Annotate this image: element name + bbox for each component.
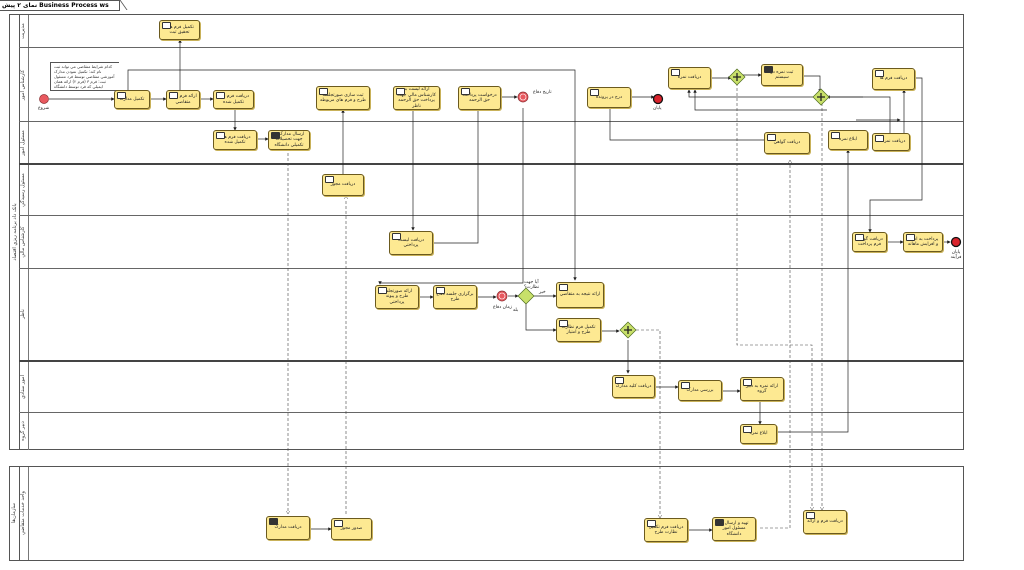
timer-event-meeting — [496, 290, 508, 302]
no-label: خير — [539, 290, 546, 295]
task-minutes[interactable]: ارائه صورتجلسه طرح و پيوند پرداختي — [375, 285, 419, 309]
lane-officer: مسئول امور — [19, 121, 963, 164]
diagram-title-tab[interactable]: نمای ۲ پیش Business Process ws — [0, 0, 120, 11]
task-final[interactable]: ثبت نمره در سيستم — [761, 64, 803, 86]
lane-review: مسئول رسيدگي — [19, 163, 963, 217]
task-svc-send[interactable]: تهيه و ارسال به مسئول امور دانشگاه — [712, 517, 756, 541]
task-staff-review[interactable]: بررسي مدارک — [678, 380, 722, 401]
task-pay-final[interactable]: پرداخت به اسناد و افزايش ماهانه — [903, 232, 943, 252]
lane-supervisor: ناظر — [19, 268, 963, 361]
yes-label: بله — [513, 308, 519, 313]
lane-mgmt: مديريت — [19, 15, 963, 47]
task-review-form[interactable]: دريافت فرم هاي تکميل شده — [213, 130, 257, 150]
task-request-pay[interactable]: درخواست پرداخت حق الزحمه — [458, 86, 501, 110]
pool-services-header: سازمان‌ها — [10, 467, 20, 560]
task-teacher[interactable]: دريافت فرم ها — [872, 68, 915, 90]
end-final-label: پايان فرآيند — [950, 250, 962, 260]
task-meeting[interactable]: برگزاري جلسه دفاع طرح — [433, 285, 477, 309]
lane-expert: کارشناس امور — [19, 47, 963, 122]
task-cert[interactable]: دريافت گواهي — [764, 132, 810, 154]
task-group[interactable]: ابلاغ نمره — [740, 424, 777, 444]
task-calc[interactable]: ابلاغ نمره — [828, 130, 868, 150]
end-label: پايان — [653, 106, 662, 111]
task-score-receive[interactable]: دريافت نمره ها — [872, 133, 910, 151]
task-fill-score[interactable]: تکميل فرم نظارت طرح و امتياز — [556, 318, 601, 342]
task-plan[interactable]: ثبت سازي صورتجلسه طرح و فرم هاي مربوطه — [316, 86, 370, 110]
task-mgmt[interactable]: تکميل فرم ها و تحقيق ثبت — [159, 20, 200, 40]
task-archive[interactable]: درج در پرونده — [587, 87, 631, 108]
lane-finance: کارشناس مالي — [19, 215, 963, 269]
task-receive-permit[interactable]: دريافت مجوز — [322, 174, 364, 196]
task-staff-docs[interactable]: دريافت کليه مدارک — [612, 375, 655, 398]
task-paylist[interactable]: دريافت ليست پرداختي — [389, 231, 433, 255]
end-event-final — [950, 236, 962, 248]
task-finance[interactable]: ارائه ليست به کارشناس مالي جهت پرداخت حق… — [393, 86, 440, 110]
end-event — [652, 93, 664, 105]
exclusive-gateway — [517, 287, 535, 305]
lane-services: واحد خدمات متقاضي — [19, 467, 963, 560]
annotation-note: کدام شرايط متقاضي مي تواند ثبت نام کند: … — [50, 62, 119, 91]
task-grade[interactable]: دريافت نمره — [668, 67, 711, 89]
start-event — [39, 94, 49, 104]
timer-event-defense — [517, 91, 529, 103]
timer-defense-label: تاريخ دفاع — [533, 90, 552, 95]
task-results[interactable]: ارائه نتيجه به متقاضي — [556, 282, 604, 308]
task-svc-docs[interactable]: دريافت مدارک — [266, 516, 310, 540]
task-svc-final[interactable]: دريافت فرم و ارائه — [803, 510, 847, 534]
lane-staff: امور ستادي — [19, 360, 963, 414]
lane-group: دبير گروه — [19, 412, 963, 450]
pool-main-header: بانک داد برنامه ريزي اقتصاد — [10, 15, 20, 449]
task-receive-docs[interactable]: تکميل مدارک — [114, 90, 150, 109]
task-staff-send[interactable]: ارائه نمره به دبير گروه — [740, 377, 784, 401]
task-svc-form[interactable]: دريافت فرم تکميل نظارت طرح — [644, 518, 688, 542]
task-send-request[interactable]: ارسال مدارک به جهت تحصيلات تکميلي دانشگا… — [268, 130, 310, 150]
task-cert-payment[interactable]: دريافت گواهي فرم پرداخت — [852, 232, 887, 252]
gateway-question-label: آيا جهت نظارت؟ — [524, 280, 540, 290]
task-receive-form[interactable]: دريافت فرم هاي تکميل شده — [213, 90, 254, 109]
task-register[interactable]: ارائه فرم ها به متقاضي — [166, 90, 200, 109]
start-label: شروع — [38, 106, 50, 111]
task-svc-permit[interactable]: صدور مجوز — [331, 518, 372, 540]
timer-meeting-label: زمان دفاع — [493, 305, 512, 310]
